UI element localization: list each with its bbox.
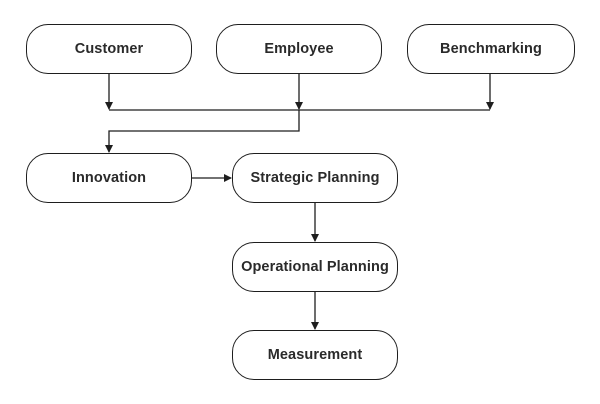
benchmarking-node: Benchmarking xyxy=(407,24,575,74)
merge-to-innovation-connector xyxy=(105,110,300,153)
strategic-planning-label: Strategic Planning xyxy=(250,170,380,186)
operational-planning-node: Operational Planning xyxy=(232,242,398,292)
innovation-label: Innovation xyxy=(71,170,147,186)
strategic-planning-node: Strategic Planning xyxy=(232,153,398,203)
innovation-node: Innovation xyxy=(26,153,192,203)
operational-planning-label: Operational Planning xyxy=(241,259,389,275)
customer-label: Customer xyxy=(74,41,144,57)
customer-node: Customer xyxy=(26,24,192,74)
employee-label: Employee xyxy=(264,41,334,57)
benchmarking-label: Benchmarking xyxy=(440,41,542,57)
measurement-label: Measurement xyxy=(267,347,363,363)
employee-node: Employee xyxy=(216,24,382,74)
measurement-node: Measurement xyxy=(232,330,398,380)
